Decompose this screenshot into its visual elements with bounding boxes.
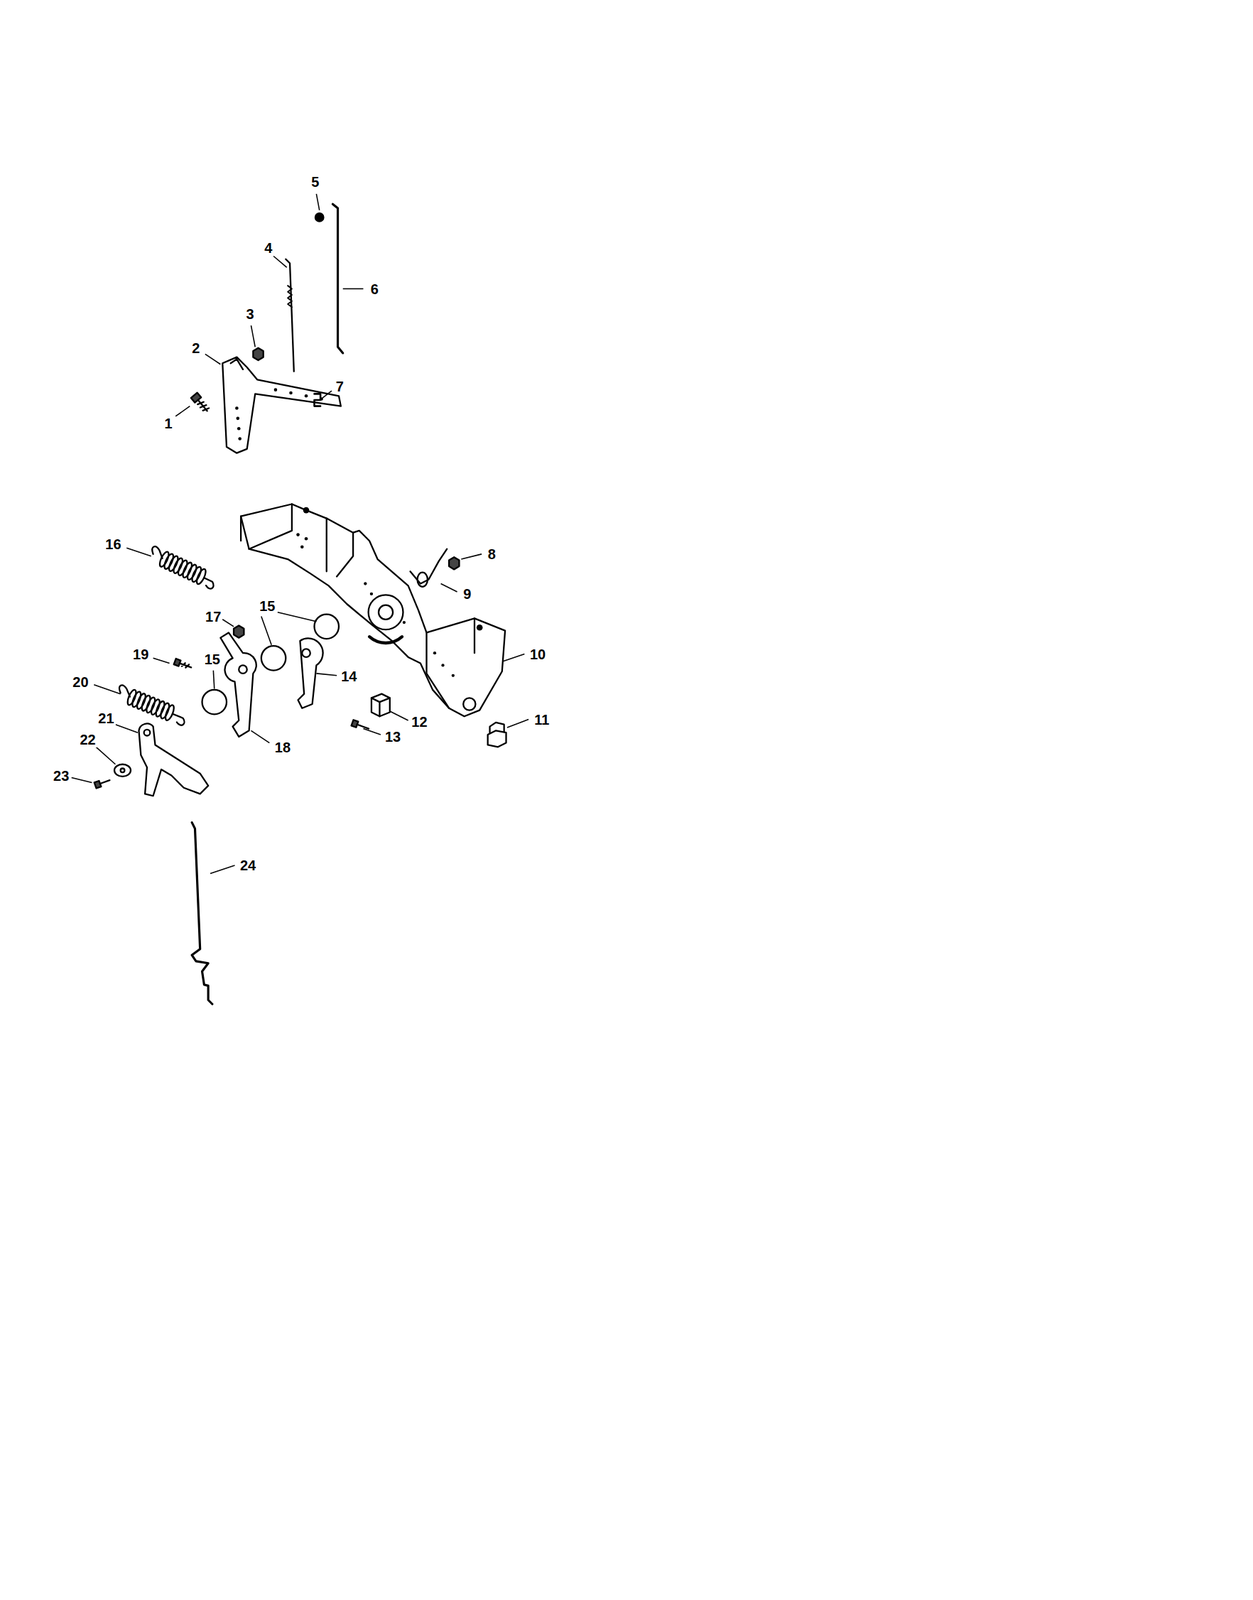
extension-spring <box>114 684 189 727</box>
bracket-edge <box>240 503 354 577</box>
callout-number: 15 <box>257 598 277 614</box>
callout-number: 12 <box>409 713 429 730</box>
callout-number: 7 <box>334 378 346 395</box>
callout-number: 6 <box>369 281 381 297</box>
bracket-edge <box>426 617 476 708</box>
washer <box>314 614 339 639</box>
lever-hole <box>238 664 247 673</box>
bracket-hole <box>463 697 476 710</box>
link-rod <box>191 822 213 1005</box>
callout-number: 24 <box>238 857 258 873</box>
torsion-spring <box>417 572 428 587</box>
callout-number: 5 <box>309 174 321 190</box>
screw <box>94 777 111 788</box>
callout-number: 3 <box>244 306 256 322</box>
torsion-spring <box>410 549 448 584</box>
screw <box>174 658 193 670</box>
nut <box>315 213 324 221</box>
callout-number: 4 <box>262 240 274 256</box>
bushing <box>371 697 390 716</box>
lever <box>222 357 341 454</box>
bracket-hole <box>368 594 404 630</box>
callout-number: 22 <box>78 731 97 748</box>
callout-number: 2 <box>190 340 202 356</box>
callout-number: 10 <box>528 646 547 663</box>
callout-number: 16 <box>103 536 123 552</box>
callout-number: 21 <box>96 710 116 726</box>
leader-lines <box>71 193 529 874</box>
bracket-holes <box>296 507 483 677</box>
spring <box>287 285 292 307</box>
callout-number: 20 <box>71 674 90 690</box>
link-rod <box>332 203 343 354</box>
nut <box>252 348 263 361</box>
clip <box>314 393 322 406</box>
lever-detail <box>230 359 243 370</box>
callout-number: 18 <box>273 739 292 756</box>
callout-number: 13 <box>383 728 403 745</box>
nut <box>233 625 244 638</box>
callout-number: 1 <box>162 415 174 432</box>
lever <box>220 632 256 736</box>
washer <box>114 764 131 777</box>
bolt <box>487 730 507 747</box>
callout-number: 17 <box>203 608 223 625</box>
callout-number: 19 <box>131 646 150 663</box>
washer <box>202 689 227 714</box>
nut <box>448 556 459 569</box>
link-rod <box>285 259 294 372</box>
washer <box>120 767 126 773</box>
callout-number: 14 <box>339 668 358 685</box>
lever-hole <box>301 648 310 657</box>
callout-number: 8 <box>486 546 498 562</box>
mounting-bracket <box>240 503 506 716</box>
extension-spring <box>147 545 219 591</box>
screw <box>191 392 211 414</box>
lever-holes <box>235 387 324 441</box>
callout-number: 15 <box>203 651 222 667</box>
callout-number: 23 <box>51 767 71 784</box>
washer <box>261 645 286 670</box>
callout-number: 9 <box>461 586 473 602</box>
callout-number: 11 <box>532 711 551 728</box>
bracket-hole <box>144 729 151 736</box>
throttle-bracket <box>138 723 209 797</box>
bracket-hole <box>378 605 393 620</box>
bushing <box>371 693 390 717</box>
bracket-slot <box>369 636 403 643</box>
